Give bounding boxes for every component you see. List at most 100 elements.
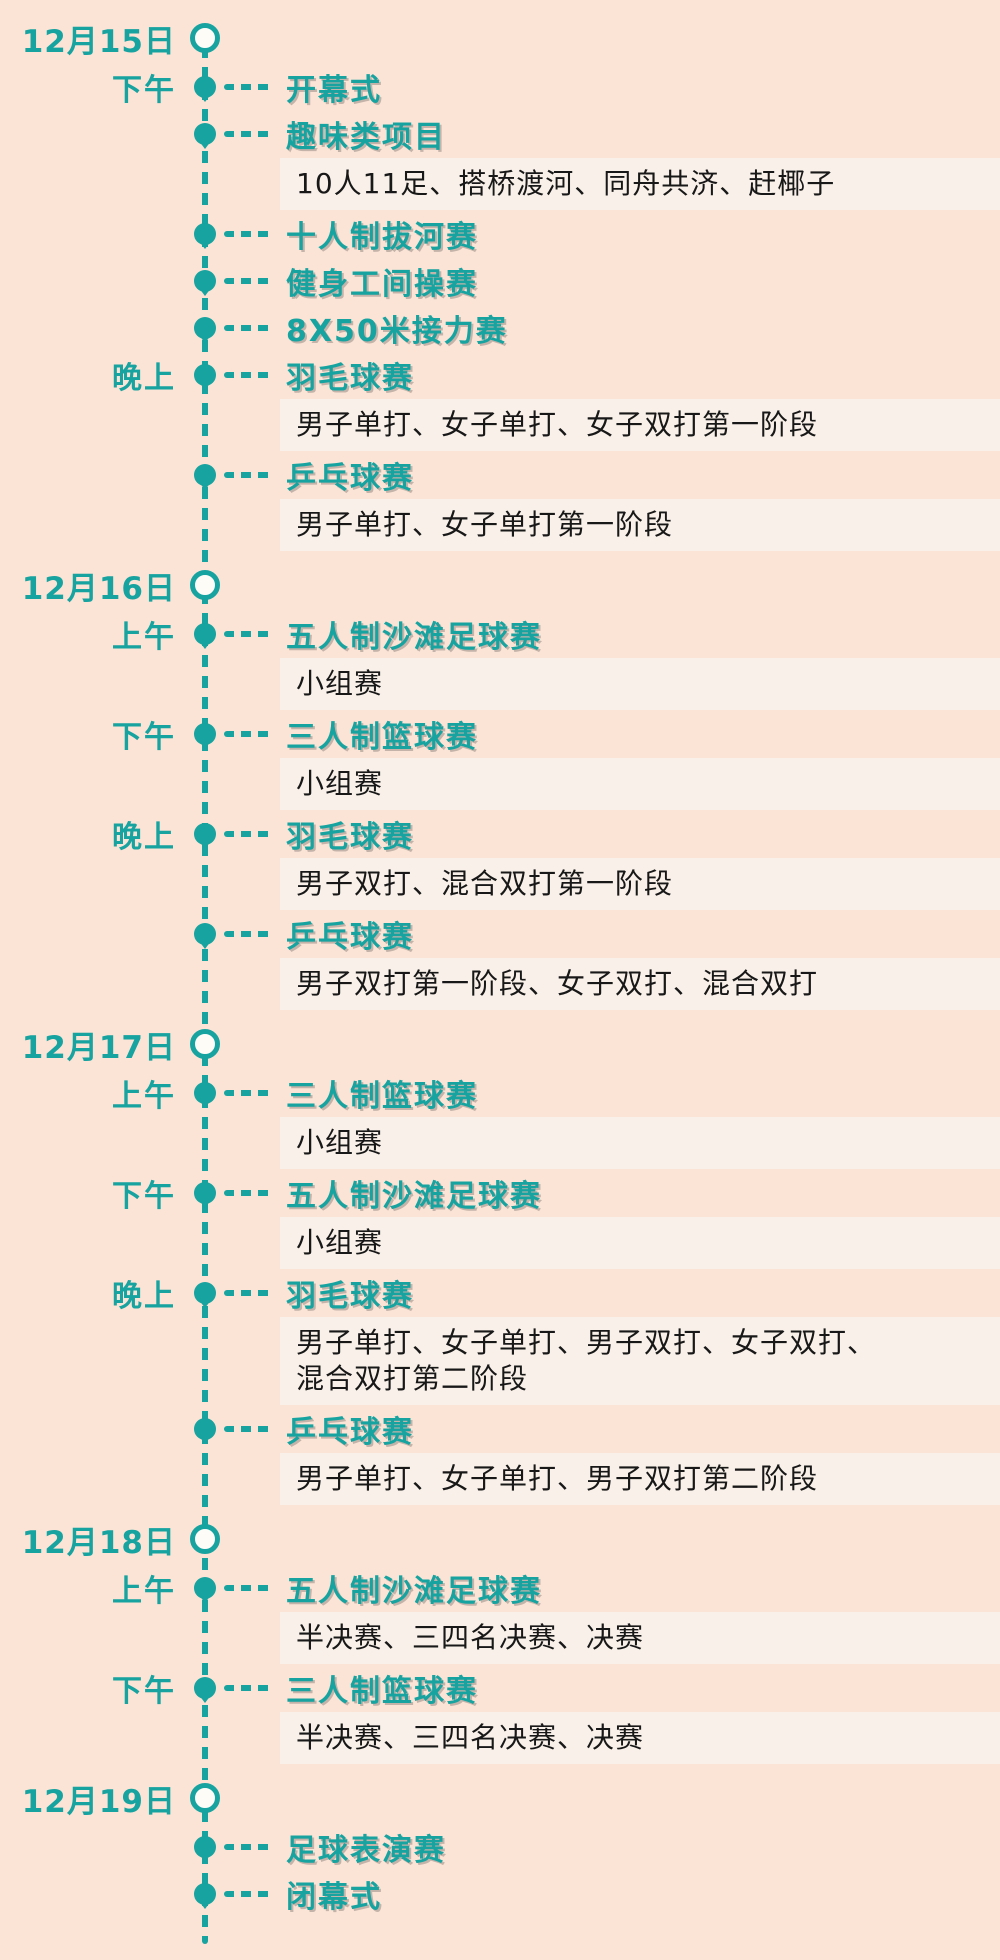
event-node <box>186 1282 224 1304</box>
date-ring-icon <box>190 1783 220 1813</box>
event-row: 乒乓球赛 <box>0 911 1000 957</box>
date-node <box>186 1524 224 1554</box>
date-ring-icon <box>190 570 220 600</box>
event-detail-row: 小组赛 <box>0 658 1000 710</box>
event-row: 闭幕式 <box>0 1871 1000 1917</box>
event-title: 乒乓球赛 <box>286 461 414 496</box>
date-row: 12月18日 <box>0 1515 1000 1563</box>
event-content: 三人制篮球赛 <box>224 1666 1000 1710</box>
event-node <box>186 76 224 98</box>
connector-dashes-icon <box>224 831 274 837</box>
event-content: 8X50米接力赛 <box>224 306 1000 350</box>
date-row: 12月17日 <box>0 1020 1000 1068</box>
event-detail-line: 半决赛、三四名决赛、决赛 <box>296 1721 645 1754</box>
connector-dashes-icon <box>224 1685 274 1691</box>
event-detail: 小组赛 <box>280 1217 1000 1269</box>
event-title: 五人制沙滩足球赛 <box>286 620 542 655</box>
date-row: 12月16日 <box>0 561 1000 609</box>
event-content: 五人制沙滩足球赛 <box>224 1566 1000 1610</box>
event-detail-row: 男子单打、女子单打第一阶段 <box>0 499 1000 551</box>
event-detail-line: 男子单打、女子单打、男子双打、女子双打、 <box>296 1326 877 1359</box>
event-row: 8X50米接力赛 <box>0 305 1000 351</box>
event-content: 足球表演赛 <box>224 1825 1000 1869</box>
event-detail: 小组赛 <box>280 658 1000 710</box>
date-label: 12月15日 <box>21 23 176 60</box>
event-title: 乒乓球赛 <box>286 920 414 955</box>
date-node <box>186 23 224 53</box>
event-row: 乒乓球赛 <box>0 452 1000 498</box>
time-label: 晚上 <box>112 361 176 396</box>
connector-dashes-icon <box>224 1426 274 1432</box>
event-detail-line: 小组赛 <box>296 667 384 700</box>
event-detail-line: 男子双打、混合双打第一阶段 <box>296 867 674 900</box>
event-node <box>186 270 224 292</box>
event-node <box>186 923 224 945</box>
event-row: 晚上羽毛球赛 <box>0 352 1000 398</box>
connector-dashes-icon <box>224 631 274 637</box>
event-title: 足球表演赛 <box>286 1833 446 1868</box>
event-row: 上午 五人制沙滩足球赛 <box>0 1565 1000 1611</box>
date-row: 12月15日 <box>0 14 1000 62</box>
connector-dashes-icon <box>224 131 274 137</box>
event-dot-icon <box>194 923 216 945</box>
event-content: 三人制篮球赛 <box>224 1071 1000 1115</box>
event-title: 闭幕式 <box>286 1880 382 1915</box>
event-row: 十人制拔河赛 <box>0 211 1000 257</box>
event-row: 晚上羽毛球赛 <box>0 811 1000 857</box>
connector-dashes-icon <box>224 84 274 90</box>
event-content: 趣味类项目 <box>224 112 1000 156</box>
time-label: 上午 <box>112 620 176 655</box>
time-label: 上午 <box>112 1574 176 1609</box>
event-node <box>186 1677 224 1699</box>
date-label: 12月17日 <box>21 1029 176 1066</box>
event-node <box>186 1182 224 1204</box>
time-label: 下午 <box>112 720 176 755</box>
event-detail-row: 小组赛 <box>0 1217 1000 1269</box>
event-detail-line: 男子单打、女子单打、男子双打第二阶段 <box>296 1462 819 1495</box>
event-content: 乒乓球赛 <box>224 453 1000 497</box>
timeline-dotted-line-icon <box>202 46 208 1944</box>
event-node <box>186 364 224 386</box>
event-node <box>186 1577 224 1599</box>
event-content: 十人制拔河赛 <box>224 212 1000 256</box>
event-dot-icon <box>194 76 216 98</box>
event-node <box>186 623 224 645</box>
event-title: 三人制篮球赛 <box>286 1674 478 1709</box>
event-node <box>186 317 224 339</box>
event-content: 三人制篮球赛 <box>224 712 1000 756</box>
date-label: 12月18日 <box>21 1524 176 1561</box>
event-title: 羽毛球赛 <box>286 1279 414 1314</box>
event-dot-icon <box>194 1836 216 1858</box>
event-detail-row: 男子双打第一阶段、女子双打、混合双打 <box>0 958 1000 1010</box>
event-content: 五人制沙滩足球赛 <box>224 1171 1000 1215</box>
event-row: 下午三人制篮球赛 <box>0 1665 1000 1711</box>
event-title: 三人制篮球赛 <box>286 1079 478 1114</box>
connector-dashes-icon <box>224 1891 274 1897</box>
connector-dashes-icon <box>224 1090 274 1096</box>
event-content: 乒乓球赛 <box>224 1407 1000 1451</box>
event-title: 五人制沙滩足球赛 <box>286 1179 542 1214</box>
event-row: 健身工间操赛 <box>0 258 1000 304</box>
event-title: 十人制拔河赛 <box>286 220 478 255</box>
event-content: 羽毛球赛 <box>224 1271 1000 1315</box>
event-dot-icon <box>194 623 216 645</box>
event-title: 开幕式 <box>286 73 382 108</box>
event-node <box>186 123 224 145</box>
event-dot-icon <box>194 317 216 339</box>
event-title: 健身工间操赛 <box>286 267 478 302</box>
event-row: 趣味类项目 <box>0 111 1000 157</box>
timeline-day: 12月19日足球表演赛闭幕式 <box>0 1774 1000 1917</box>
event-detail-line: 小组赛 <box>296 1126 384 1159</box>
connector-dashes-icon <box>224 372 274 378</box>
time-label: 晚上 <box>112 1279 176 1314</box>
time-label: 下午 <box>112 73 176 108</box>
event-detail-row: 小组赛 <box>0 758 1000 810</box>
event-row: 上午 五人制沙滩足球赛 <box>0 611 1000 657</box>
time-label: 上午 <box>112 1079 176 1114</box>
event-content: 闭幕式 <box>224 1872 1000 1916</box>
event-title: 三人制篮球赛 <box>286 720 478 755</box>
date-node <box>186 1029 224 1059</box>
event-detail-row: 半决赛、三四名决赛、决赛 <box>0 1712 1000 1764</box>
